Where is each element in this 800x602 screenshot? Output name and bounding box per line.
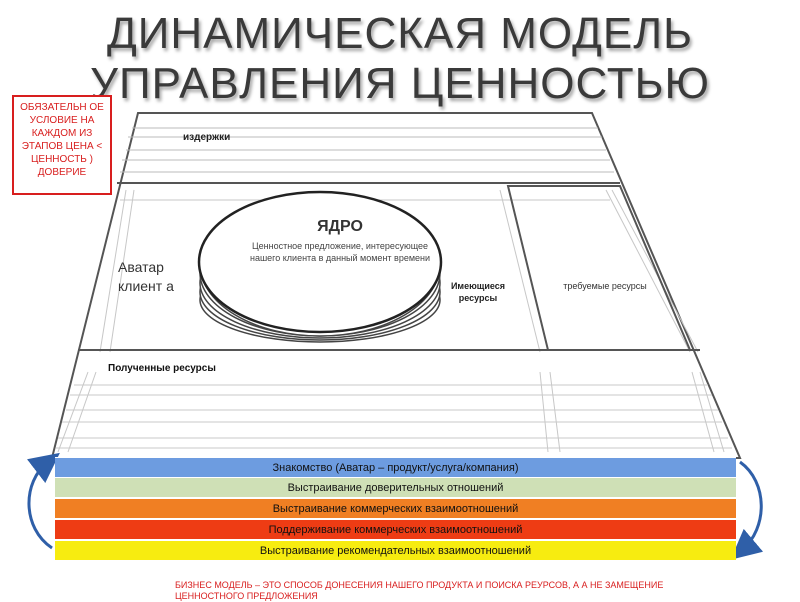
stage-band: Поддерживание коммерческих взаимоотношен…: [55, 519, 736, 539]
core-description: Ценностное предложение, интересующее наш…: [249, 241, 431, 263]
required-resources-label: требуемые ресурсы: [563, 281, 647, 291]
lower-stripes: [56, 384, 732, 449]
core-title: ЯДРО: [317, 218, 363, 235]
stage-band: Знакомство (Аватар – продукт/услуга/комп…: [55, 457, 736, 477]
stage-band: Выстраивание доверительных отношений: [55, 477, 736, 497]
costs-label: издержки: [183, 132, 231, 143]
existing-resources-label: Имеющиеся ресурсы: [450, 281, 506, 303]
stage-band: Выстраивание коммерческих взаимоотношени…: [55, 498, 736, 518]
received-resources-label: Полученные ресурсы: [108, 363, 216, 374]
page-title-line1: ДИНАМИЧЕСКАЯ МОДЕЛЬ: [106, 9, 694, 58]
core-disk-top: [197, 190, 443, 334]
costs-stripes: [120, 127, 614, 173]
client-avatar-label: Аватар клиент а: [118, 259, 174, 294]
cycle-arrow-right-icon: [730, 460, 764, 560]
stage-band: Выстраивание рекомендательных взаимоотно…: [55, 540, 736, 560]
footer-note: БИЗНЕС МОДЕЛЬ – ЭТО СПОСОБ ДОНЕСЕНИЯ НАШ…: [175, 580, 664, 601]
cycle-arrow-left-icon: [26, 452, 60, 550]
page-title-line2: УПРАВЛЕНИЯ ЦЕННОСТЬЮ: [90, 59, 710, 108]
core-block: ЯДРО Ценностное предложение, интересующе…: [245, 218, 435, 264]
mandatory-condition-note: ОБЯЗАТЕЛЬН ОЕ УСЛОВИЕ НА КАЖДОМ ИЗ ЭТАПО…: [12, 95, 112, 195]
